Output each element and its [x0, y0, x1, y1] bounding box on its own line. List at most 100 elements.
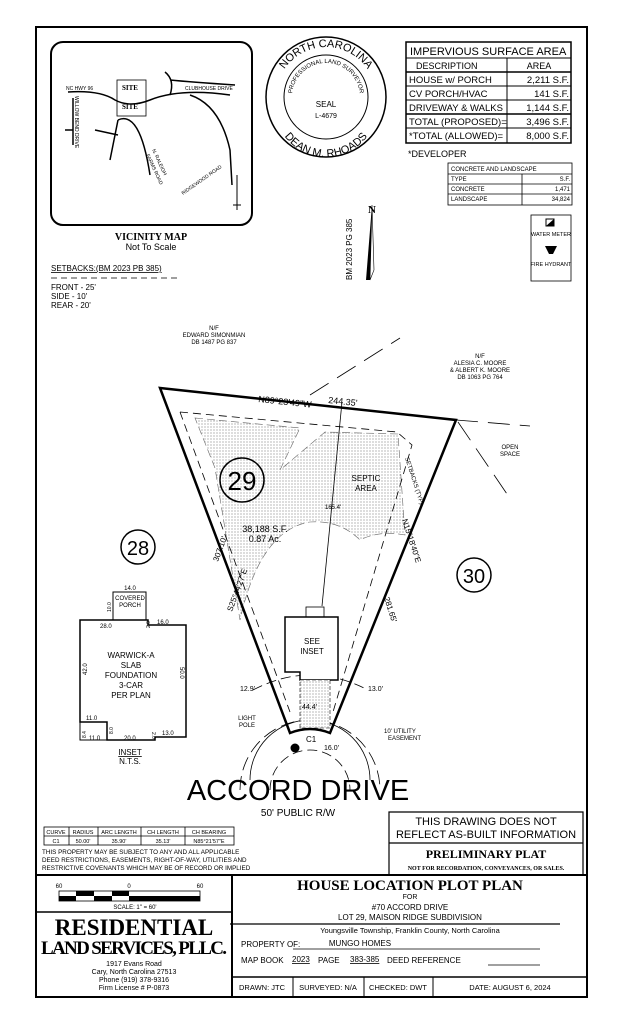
- dimension: 8.4: [82, 731, 88, 738]
- distance-north: 244.35': [328, 395, 358, 408]
- checked-by: CHECKED: DWT: [369, 983, 427, 992]
- page-number: 383-385: [350, 955, 380, 964]
- note-line: DEED RESTRICTIONS, EASEMENTS, RIGHT-OF-W…: [42, 857, 247, 864]
- svg-text:0: 0: [127, 884, 131, 890]
- neighbor-east: ALESIA C. MOORE: [454, 361, 507, 367]
- road-label: WILLOW BEND DRIVE: [73, 96, 79, 149]
- dimension: 42.0: [83, 663, 89, 675]
- inset-house-text: WARWICK-A: [107, 651, 155, 660]
- preliminary-sub: NOT FOR RECORDATION, CONVEYANCES, OR SAL…: [408, 866, 565, 872]
- drive-dimension: 44.4': [302, 704, 317, 711]
- note-line: RESTRICTIVE COVENANTS WHICH MAY BE OF RE…: [42, 865, 251, 872]
- dimension: 11.0: [89, 736, 101, 742]
- seal-name: DEAN M. RHOADS: [282, 130, 370, 160]
- street-name: ACCORD DRIVE: [187, 775, 409, 807]
- lot-area: 0.87 Ac.: [249, 534, 282, 544]
- setback-item: REAR - 20': [51, 301, 91, 310]
- disclaimer: REFLECT AS-BUILT INFORMATION: [396, 829, 576, 841]
- surveyed-by: SURVEYED: N/A: [299, 983, 357, 992]
- property-label: PROPERTY OF:: [241, 940, 300, 949]
- dimension: 20.0: [124, 736, 136, 742]
- curve-table-cell: N85°21'57"E: [193, 839, 225, 845]
- curve-table-cell: 35.90': [112, 839, 127, 845]
- lot-29-label: 29: [228, 466, 257, 496]
- right-offset: 13.0': [368, 686, 383, 693]
- setbacks-title: SETBACKS:(BM 2023 PB 385): [51, 264, 162, 273]
- company-address: Phone (919) 378-9316: [99, 977, 169, 984]
- utility-easement: 10' UTILITY: [384, 729, 416, 735]
- bearing-east: N15°18'40"E: [400, 518, 423, 564]
- cell: LANDSCAPE: [451, 197, 487, 203]
- scale-label: SCALE: 1" = 60': [113, 905, 156, 911]
- company-name: RESIDENTIAL: [55, 915, 214, 940]
- location: Youngsville Township, Franklin County, N…: [320, 926, 500, 935]
- dimension: 8.0: [109, 727, 115, 734]
- legend: WATER METER FIRE HYDRANT: [530, 214, 572, 282]
- sheet-border: [35, 26, 588, 998]
- concrete-title: CONCRETE AND LANDSCAPE: [451, 167, 537, 173]
- map-book-label: MAP BOOK: [241, 956, 284, 965]
- concrete-table: [447, 162, 573, 206]
- setbacks-typ: SETBACKS (TYP): [403, 457, 424, 506]
- plan-title: HOUSE LOCATION PLOT PLAN: [297, 878, 523, 894]
- curve-table-header: CURVE: [46, 830, 65, 836]
- svg-text:DEAN M. RHOADS: DEAN M. RHOADS: [282, 130, 370, 160]
- cell: 1,471: [555, 187, 571, 193]
- see-inset: SEE: [304, 637, 320, 646]
- north-arrow-icon: N: [366, 204, 376, 281]
- inset-label: INSET: [118, 748, 142, 757]
- impervious-row-description: DRIVEWAY & WALKS: [409, 103, 503, 114]
- curve-table-header: ARC LENGTH: [101, 830, 136, 836]
- fire-hydrant-icon: [545, 246, 557, 254]
- impervious-row-area: 2,211 S.F.: [527, 75, 569, 86]
- dimension: 28.0: [100, 624, 112, 630]
- porch-label: PORCH: [119, 603, 141, 609]
- curve-table-header: CH BEARING: [192, 830, 226, 836]
- curve-table-cell: 35.13': [156, 839, 171, 845]
- lot-30-label: 30: [463, 566, 485, 588]
- impervious-row-area: 1,144 S.F.: [526, 103, 569, 114]
- open-space: SPACE: [500, 452, 520, 458]
- header: TYPE: [451, 177, 467, 183]
- bearing-north: N89°23'49"W: [258, 394, 313, 410]
- curve-table: [43, 826, 235, 846]
- neighbor-north: N/F: [209, 326, 219, 332]
- svg-text:N: N: [368, 204, 376, 216]
- setback-item: FRONT - 25': [51, 283, 96, 292]
- light-pole-label: POLE: [239, 723, 255, 729]
- vicinity-title: VICINITY MAP: [115, 232, 187, 243]
- impervious-row-description: CV PORCH/HVAC: [409, 89, 488, 100]
- north-reference: BM 2023 PG 385: [345, 218, 354, 280]
- curve-table-header: RADIUS: [73, 830, 94, 836]
- inset-house-text: FOUNDATION: [105, 671, 158, 680]
- title-block: [36, 874, 587, 997]
- header: S.F.: [560, 177, 571, 183]
- lot-29-boundary: [158, 386, 458, 735]
- curve-table-header: CH LENGTH: [147, 830, 179, 836]
- distance-east: 281.65': [382, 596, 399, 624]
- curve-dimension: 16.0': [324, 745, 339, 752]
- porch-label: COVERED: [115, 596, 145, 602]
- utility-easement: EASEMENT: [388, 736, 421, 742]
- impervious-row-area: 141 S.F.: [534, 89, 569, 100]
- curve-table-cell: C1: [52, 839, 59, 845]
- company-address: Firm License # P-0873: [99, 985, 170, 992]
- septic-area: [194, 417, 406, 621]
- dimension: 10.0: [107, 602, 113, 612]
- road-label: NC HWY 96: [66, 86, 93, 92]
- seal-number: L-4679: [315, 113, 337, 120]
- impervious-row-description: HOUSE w/ PORCH: [409, 75, 492, 86]
- header: DESCRIPTION: [416, 61, 478, 71]
- dimension: 11.0: [86, 716, 98, 722]
- map-book: 2023: [292, 955, 310, 964]
- impervious-table: [405, 41, 572, 144]
- svg-text:60: 60: [197, 884, 204, 890]
- scale-bar: 60 0 60: [56, 884, 204, 902]
- inset-scale: N.T.S.: [119, 757, 141, 766]
- road-label: RIDGEWOOD ROAD: [181, 164, 224, 197]
- inset-house-text: 3-CAR: [119, 681, 143, 690]
- header: AREA: [527, 61, 552, 71]
- property-address: #70 ACCORD DRIVE: [372, 903, 448, 912]
- impervious-row-description: *TOTAL (ALLOWED)=: [409, 131, 504, 142]
- impervious-footnote: *DEVELOPER: [408, 149, 467, 159]
